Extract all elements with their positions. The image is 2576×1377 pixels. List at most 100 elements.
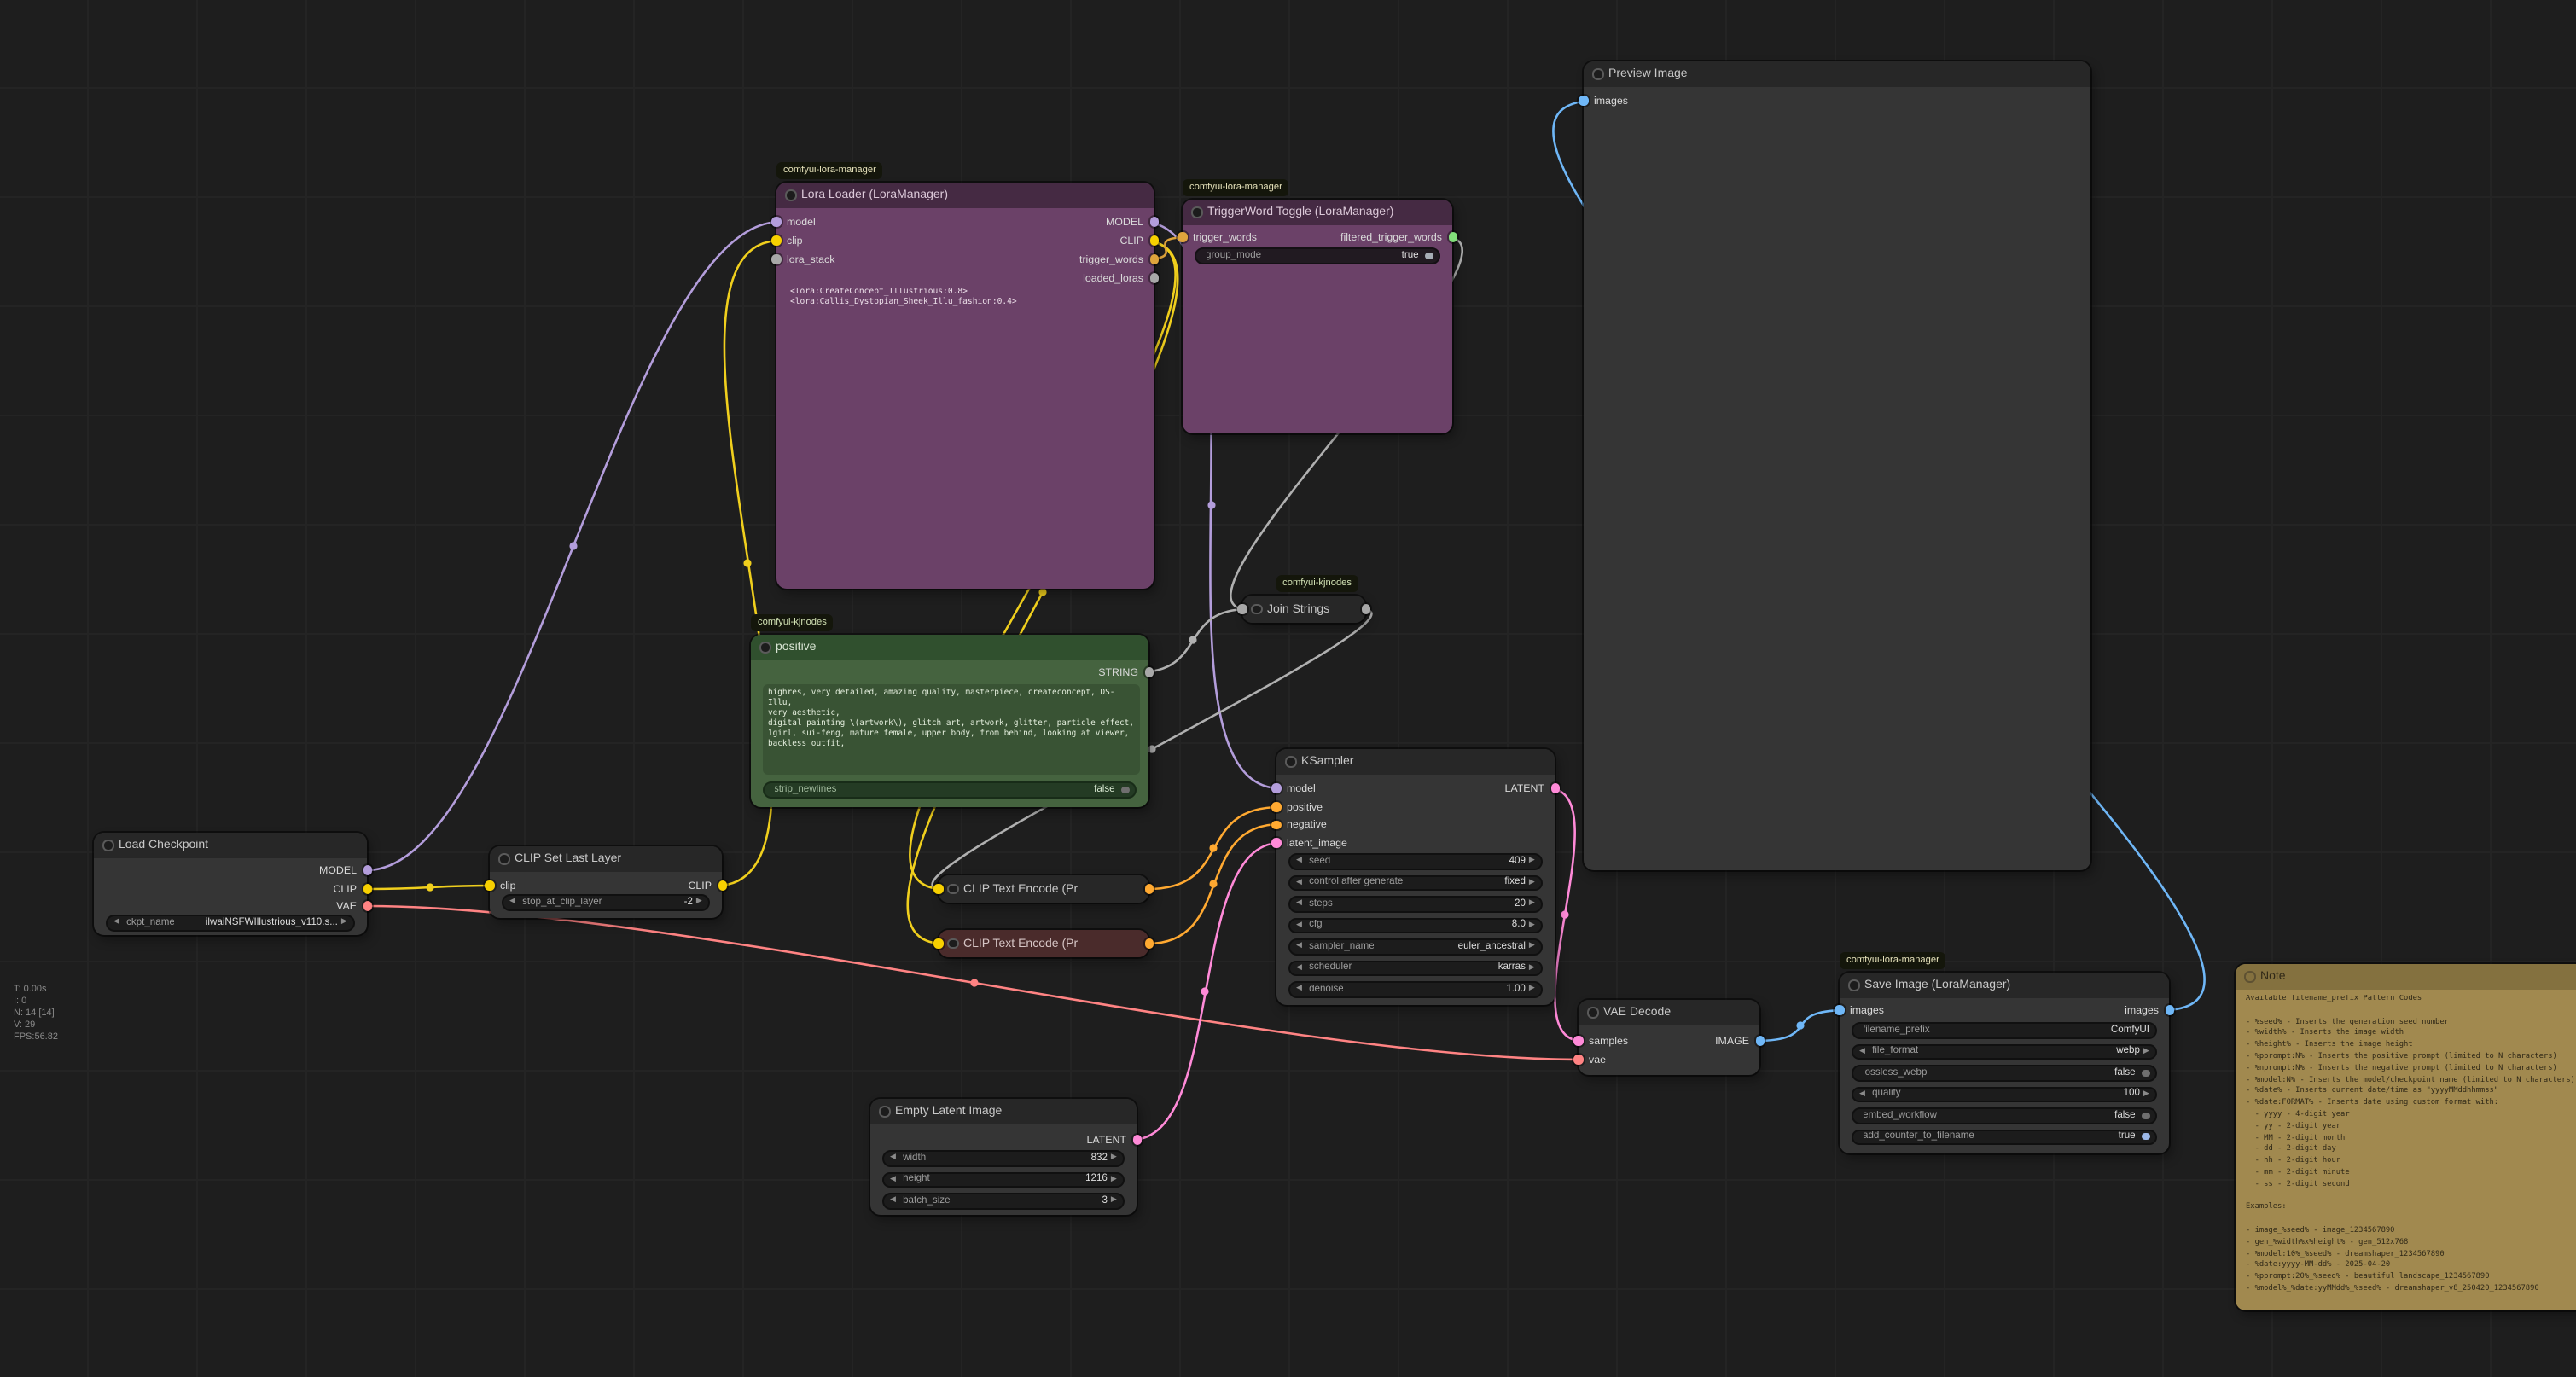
collapse-dot-icon[interactable] bbox=[761, 643, 769, 652]
output-port-clip[interactable]: CLIP bbox=[1119, 232, 1159, 249]
increment-arrow-icon[interactable]: ▶ bbox=[1528, 876, 1535, 886]
node-title-bar[interactable]: CLIP Text Encode (Pr bbox=[939, 875, 1148, 903]
decrement-arrow-icon[interactable]: ◀ bbox=[1859, 1088, 1866, 1097]
node-triggerword-toggle[interactable]: comfyui-lora-manager TriggerWord Toggle … bbox=[1178, 179, 1457, 433]
output-port-string[interactable]: STRING bbox=[1098, 664, 1154, 681]
input-port-negative[interactable]: negative bbox=[1271, 816, 1327, 834]
increment-arrow-icon[interactable]: ▶ bbox=[1528, 983, 1535, 992]
output-port-clip[interactable]: CLIP bbox=[688, 877, 727, 894]
toggle-dot-icon[interactable] bbox=[2142, 1112, 2149, 1119]
collapse-dot-icon[interactable] bbox=[1193, 208, 1201, 217]
node-title-bar[interactable]: Lora Loader (LoraManager) bbox=[776, 183, 1154, 208]
decrement-arrow-icon[interactable]: ◀ bbox=[890, 1194, 897, 1204]
model-port-icon[interactable] bbox=[363, 865, 372, 875]
increment-arrow-icon[interactable]: ▶ bbox=[1528, 940, 1535, 950]
node-positive-prompt[interactable]: comfyui-kjnodes positive STRING highres,… bbox=[751, 614, 1154, 807]
node-join-strings[interactable]: comfyui-kjnodes Join Strings bbox=[1237, 575, 1370, 623]
trigger-words-port-icon[interactable] bbox=[1149, 254, 1159, 264]
filtered-trigger-words-port-icon[interactable] bbox=[1448, 232, 1457, 242]
conditioning-port-icon[interactable] bbox=[1144, 938, 1154, 949]
output-port-model[interactable]: MODEL bbox=[319, 862, 372, 879]
image-port-icon[interactable] bbox=[1579, 96, 1588, 106]
group-mode-toggle[interactable]: group_mode true bbox=[1195, 247, 1440, 264]
node-note[interactable]: Note Available filename_prefix Pattern C… bbox=[2236, 964, 2576, 1310]
decrement-arrow-icon[interactable]: ◀ bbox=[890, 1173, 897, 1182]
decrement-arrow-icon[interactable]: ◀ bbox=[1296, 919, 1303, 928]
node-title-bar[interactable]: VAE Decode bbox=[1579, 1000, 1759, 1025]
increment-arrow-icon[interactable]: ▶ bbox=[1528, 919, 1535, 928]
input-port-latent-image[interactable]: latent_image bbox=[1271, 834, 1347, 851]
output-port-model[interactable]: MODEL bbox=[1106, 213, 1159, 230]
increment-arrow-icon[interactable]: ▶ bbox=[1528, 962, 1535, 971]
clip-port-icon[interactable] bbox=[933, 884, 943, 894]
image-port-icon[interactable] bbox=[1755, 1036, 1765, 1046]
output-port-image[interactable]: IMAGE bbox=[1715, 1032, 1765, 1049]
node-title-bar[interactable]: TriggerWord Toggle (LoraManager) bbox=[1183, 200, 1452, 225]
lora-stack-port-icon[interactable] bbox=[771, 254, 781, 264]
decrement-arrow-icon[interactable]: ◀ bbox=[1296, 876, 1303, 886]
node-title-bar[interactable]: KSampler bbox=[1276, 749, 1555, 775]
node-ksampler[interactable]: KSampler model positive negative latent_… bbox=[1271, 749, 1560, 1005]
node-title-bar[interactable]: positive bbox=[751, 635, 1148, 660]
input-port-lora-stack[interactable]: lora_stack bbox=[771, 251, 834, 268]
latent-port-icon[interactable] bbox=[1550, 783, 1560, 793]
collapse-dot-icon[interactable] bbox=[1287, 758, 1294, 766]
collapsed-input-port[interactable] bbox=[933, 880, 943, 898]
decrement-arrow-icon[interactable]: ◀ bbox=[890, 1152, 897, 1161]
vae-port-icon[interactable] bbox=[1573, 1055, 1583, 1065]
image-port-icon[interactable] bbox=[2165, 1005, 2174, 1015]
node-save-image[interactable]: comfyui-lora-manager Save Image (LoraMan… bbox=[1835, 952, 2174, 1153]
collapse-dot-icon[interactable] bbox=[2246, 973, 2253, 981]
clip-port-icon[interactable] bbox=[363, 884, 372, 894]
collapsed-input-port[interactable] bbox=[1237, 601, 1247, 618]
collapse-dot-icon[interactable] bbox=[1589, 1008, 1596, 1017]
input-port-trigger-words[interactable]: trigger_words bbox=[1178, 229, 1257, 246]
input-port-clip[interactable]: clip bbox=[485, 877, 516, 894]
collapse-dot-icon[interactable] bbox=[1594, 70, 1602, 78]
vae-port-icon[interactable] bbox=[363, 901, 372, 911]
increment-arrow-icon[interactable]: ▶ bbox=[1110, 1173, 1117, 1182]
ckpt-name-widget[interactable]: ◀ ckpt_name ilwaiNSFWIllustrious_v110.s.… bbox=[106, 915, 355, 931]
output-port-clip[interactable]: CLIP bbox=[333, 880, 372, 898]
clip-port-icon[interactable] bbox=[933, 938, 943, 949]
string-port-icon[interactable] bbox=[1361, 604, 1370, 614]
model-port-icon[interactable] bbox=[771, 217, 781, 227]
node-title-bar[interactable]: Load Checkpoint bbox=[94, 833, 367, 858]
output-port-latent[interactable]: LATENT bbox=[1086, 1131, 1142, 1148]
toggle-dot-icon[interactable] bbox=[2142, 1133, 2149, 1141]
collapse-dot-icon[interactable] bbox=[949, 885, 957, 893]
input-port-images[interactable]: images bbox=[1835, 1002, 1884, 1019]
output-port-images[interactable]: images bbox=[2125, 1002, 2174, 1019]
clip-port-icon[interactable] bbox=[485, 880, 494, 891]
collapse-dot-icon[interactable] bbox=[1850, 981, 1858, 990]
collapsed-output-port[interactable] bbox=[1144, 880, 1154, 898]
trigger-words-port-icon[interactable] bbox=[1178, 232, 1187, 242]
node-title-bar[interactable]: Empty Latent Image bbox=[870, 1099, 1137, 1124]
output-port-trigger-words[interactable]: trigger_words bbox=[1079, 251, 1159, 268]
increment-arrow-icon[interactable]: ▶ bbox=[2143, 1045, 2149, 1055]
collapse-dot-icon[interactable] bbox=[104, 841, 112, 850]
collapse-dot-icon[interactable] bbox=[881, 1107, 888, 1116]
collapse-dot-icon[interactable] bbox=[500, 855, 508, 863]
collapsed-output-port[interactable] bbox=[1361, 601, 1370, 618]
node-title-bar[interactable]: Preview Image bbox=[1584, 61, 2090, 87]
increment-arrow-icon[interactable]: ▶ bbox=[1528, 855, 1535, 864]
input-port-vae[interactable]: vae bbox=[1573, 1051, 1606, 1068]
node-title-bar[interactable]: CLIP Set Last Layer bbox=[490, 846, 722, 872]
input-port-clip[interactable]: clip bbox=[771, 232, 803, 249]
node-vae-decode[interactable]: VAE Decode samples vae IMAGE bbox=[1573, 1000, 1765, 1075]
string-port-icon[interactable] bbox=[1144, 667, 1154, 677]
node-clip-set-last-layer[interactable]: CLIP Set Last Layer clip CLIP ◀ stop_at_… bbox=[485, 846, 727, 918]
output-port-filtered-trigger-words[interactable]: filtered_trigger_words bbox=[1340, 229, 1457, 246]
